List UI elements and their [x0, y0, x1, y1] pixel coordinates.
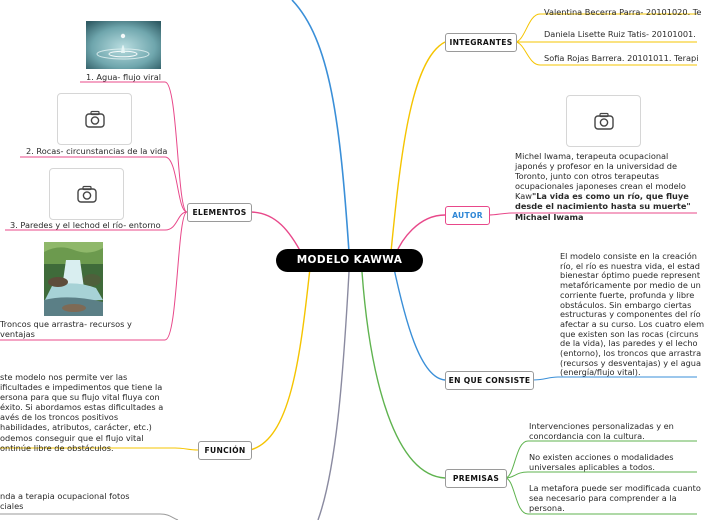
camera-icon: [593, 112, 614, 130]
rocas-image-placeholder: [57, 93, 132, 145]
premisas-node[interactable]: PREMISAS: [445, 469, 507, 488]
premisa-1[interactable]: Intervenciones personalizadas y en conco…: [529, 421, 674, 442]
autor-image-placeholder: [566, 95, 641, 147]
elemento-paredes[interactable]: 3. Paredes y el lechod el río- entorno: [10, 220, 161, 230]
elemento-agua[interactable]: 1. Agua- flujo viral: [86, 72, 161, 82]
consiste-text: El modelo consiste en la creación río, e…: [560, 251, 704, 378]
integrante-2[interactable]: Daniela Lisette Ruiz Tatis- 20101001.: [544, 29, 696, 39]
integrantes-node[interactable]: INTEGRANTES: [445, 33, 517, 52]
waterfall-image: [44, 242, 103, 316]
consiste-node[interactable]: EN QUE CONSISTE: [445, 371, 534, 390]
elementos-node[interactable]: ELEMENTOS: [187, 203, 252, 222]
camera-icon: [76, 185, 97, 203]
central-topic[interactable]: MODELO KAWWA: [276, 249, 423, 272]
autor-text: Michel Iwama, terapeuta ocupacional japo…: [515, 151, 691, 222]
bottom-left-text[interactable]: nda a terapia ocupacional fotos ciales: [0, 491, 130, 512]
funcion-text: ste modelo nos permite ver las ificultad…: [0, 372, 164, 453]
water-drop-image: [86, 21, 161, 69]
camera-icon: [84, 110, 105, 128]
funcion-node[interactable]: FUNCIÓN: [198, 441, 252, 460]
paredes-image-placeholder: [49, 168, 124, 220]
elemento-troncos[interactable]: Troncos que arrastra- recursos y ventaja…: [0, 319, 132, 340]
premisa-2[interactable]: No existen acciones o modalidades univer…: [529, 452, 674, 473]
integrante-3[interactable]: Sofia Rojas Barrera. 20101011. Terapi: [544, 53, 699, 63]
elemento-rocas[interactable]: 2. Rocas- circunstancias de la vida: [26, 146, 168, 156]
autor-node[interactable]: AUTOR: [445, 206, 490, 225]
premisa-3[interactable]: La metafora puede ser modificada cuanto …: [529, 483, 701, 514]
integrante-1[interactable]: Valentina Becerra Parra- 20101020. Te: [544, 7, 702, 17]
